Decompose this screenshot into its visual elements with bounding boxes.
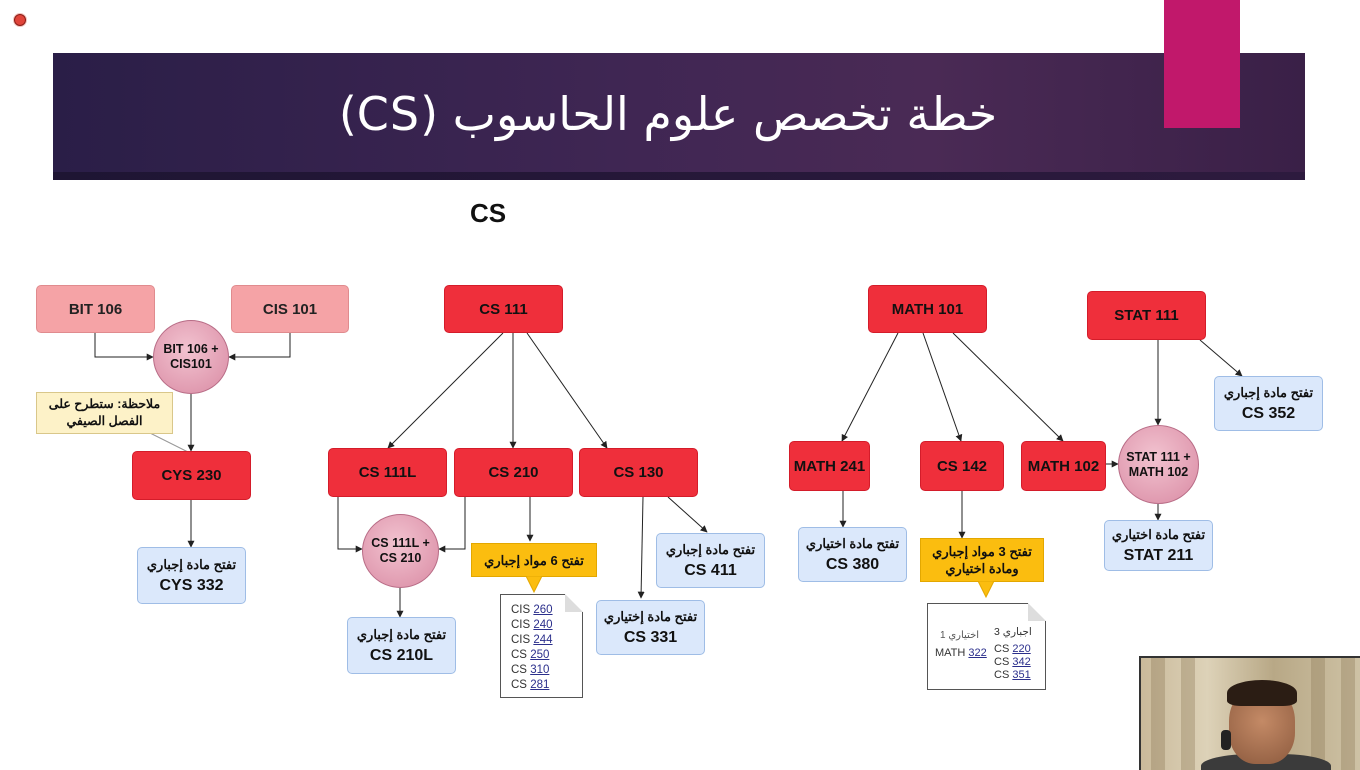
recording-indicator-icon — [14, 14, 26, 26]
doc-row: MATH 322 — [935, 647, 987, 659]
unlock-code: CS 380 — [825, 555, 880, 573]
doc-row: CIS 260 — [511, 604, 553, 616]
unlock-cs380[interactable]: تفتح مادة اختياري CS 380 — [798, 527, 907, 582]
presenter-hair — [1227, 680, 1297, 706]
mandatory-list: CS 220 CS 342 CS 351 — [994, 643, 1031, 682]
combo-bit106-cis101[interactable]: BIT 106 + CIS101 — [153, 320, 229, 394]
doc-row: CS 220 — [994, 643, 1031, 655]
doc-row: CS 310 — [511, 664, 550, 676]
unlock-label: تفتح مادة إختياري — [603, 608, 698, 624]
summer-note: ملاحظة: ستطرح على الفصل الصيفي — [36, 392, 173, 434]
course-cs111l[interactable]: CS 111L — [328, 448, 447, 497]
doc-cs142-courses: اجباري 3 اختياري 1 CS 220 CS 342 CS 351 … — [927, 603, 1046, 690]
doc-cs210-courses: CIS 260 CIS 240 CIS 244 CS 250 CS 310 CS… — [500, 594, 583, 698]
unlock-code: CS 331 — [623, 628, 678, 646]
curtain-stripe — [1341, 658, 1355, 770]
course-math241[interactable]: MATH 241 — [789, 441, 870, 491]
doc-row: CIS 240 — [511, 619, 553, 631]
unlock-cs411[interactable]: تفتح مادة إجباري CS 411 — [656, 533, 765, 588]
course-stat111[interactable]: STAT 111 — [1087, 291, 1206, 340]
callout-line: تفتح 3 مواد إجباري — [932, 544, 1032, 559]
section-title: CS — [470, 198, 507, 228]
slide-title: خطة تخصص علوم الحاسوب (CS) — [338, 87, 998, 141]
unlock-cs210l[interactable]: تفتح مادة إجباري CS 210L — [347, 617, 456, 674]
page-fold-icon — [565, 594, 583, 612]
unlock-label: تفتح مادة إجباري — [665, 541, 756, 557]
page-fold-icon — [1028, 603, 1046, 621]
course-cys230[interactable]: CYS 230 — [132, 451, 251, 500]
combo-stat111-math102[interactable]: STAT 111 + MATH 102 — [1118, 425, 1199, 504]
curtain-stripe — [1151, 658, 1165, 770]
doc-row: CS 351 — [994, 669, 1031, 681]
doc-row: CIS 244 — [511, 634, 553, 646]
doc-rows: CIS 260 CIS 240 CIS 244 CS 250 CS 310 CS… — [501, 595, 582, 693]
elective-header: اختياري 1 — [940, 630, 980, 641]
doc-row: CS 342 — [994, 656, 1031, 668]
callout-six-mandatory: تفتح 6 مواد إجباري — [471, 543, 597, 577]
unlock-cys332[interactable]: تفتح مادة إجباري CYS 332 — [137, 547, 246, 604]
unlock-code: CS 352 — [1241, 404, 1296, 422]
unlock-label: تفتح مادة اختياري — [805, 535, 900, 551]
doc-row: CS 281 — [511, 679, 550, 691]
mandatory-header: اجباري 3 — [994, 626, 1032, 638]
slide-banner: خطة تخصص علوم الحاسوب (CS) — [53, 53, 1305, 180]
course-cs142[interactable]: CS 142 — [920, 441, 1004, 491]
elective-list: MATH 322 — [935, 647, 987, 659]
accent-tab — [1164, 0, 1240, 128]
doc-row: CS 250 — [511, 649, 550, 661]
combo-cs111l-cs210[interactable]: CS 111L + CS 210 — [362, 514, 439, 588]
course-cs111[interactable]: CS 111 — [444, 285, 563, 333]
unlock-label: تفتح مادة إجباري — [146, 556, 237, 572]
course-cs210[interactable]: CS 210 — [454, 448, 573, 497]
curtain-stripe — [1311, 658, 1325, 770]
course-cs130[interactable]: CS 130 — [579, 448, 698, 497]
course-bit106[interactable]: BIT 106 — [36, 285, 155, 333]
unlock-label: تفتح مادة إجباري — [356, 626, 447, 642]
unlock-label: تفتح مادة اختياري — [1111, 526, 1206, 542]
unlock-cs331[interactable]: تفتح مادة إختياري CS 331 — [596, 600, 705, 655]
callout-three-plus-one: تفتح 3 مواد إجباري ومادة اختياري — [920, 538, 1044, 582]
unlock-code: CS 411 — [684, 561, 737, 579]
unlock-code: CYS 332 — [159, 576, 224, 594]
curtain-stripe — [1181, 658, 1195, 770]
unlock-cs352[interactable]: تفتح مادة إجباري CS 352 — [1214, 376, 1323, 431]
course-math102[interactable]: MATH 102 — [1021, 441, 1106, 491]
unlock-code: STAT 211 — [1123, 546, 1194, 564]
callout-pointer-icon — [525, 576, 543, 594]
callout-line: ومادة اختياري — [945, 561, 1019, 576]
unlock-stat211[interactable]: تفتح مادة اختياري STAT 211 — [1104, 520, 1213, 571]
course-cis101[interactable]: CIS 101 — [231, 285, 349, 333]
webcam-video[interactable] — [1139, 656, 1360, 770]
headset-icon — [1221, 730, 1231, 750]
course-math101[interactable]: MATH 101 — [868, 285, 987, 333]
unlock-label: تفتح مادة إجباري — [1223, 384, 1314, 400]
unlock-code: CS 210L — [369, 646, 434, 664]
callout-pointer-icon — [977, 581, 995, 599]
